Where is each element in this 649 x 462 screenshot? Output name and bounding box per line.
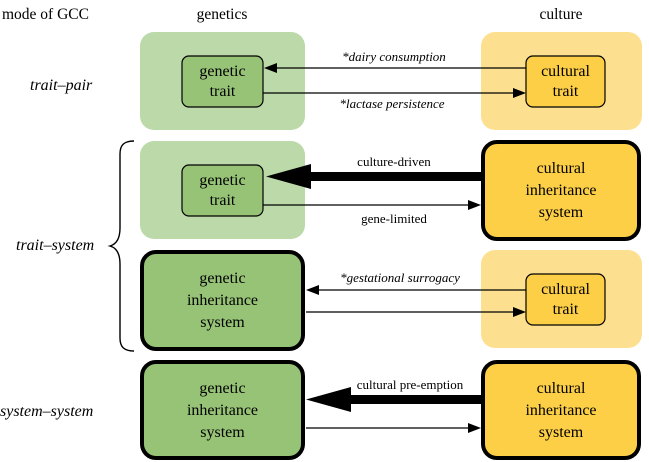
arrow-preemption-head xyxy=(306,387,351,412)
mode-trait-system: trait–system xyxy=(16,237,94,254)
mode-trait-pair: trait–pair xyxy=(30,77,93,94)
cultural-system-box-row4 xyxy=(481,360,641,460)
curly-brace-icon xyxy=(107,140,135,352)
cultural-system-box-row2 xyxy=(481,140,641,241)
genetic-system-label-row3-line1: genetic xyxy=(199,270,245,287)
label-dairy: *dairy consumption xyxy=(342,49,446,64)
cultural-system-label-row2-line1: cultural xyxy=(537,160,586,177)
arrow-gene-limited-head xyxy=(468,200,481,210)
genetic-trait-label-row2-line2: trait xyxy=(210,192,236,209)
label-lactase: *lactase persistence xyxy=(339,96,444,111)
cultural-system-label-row4-line1: cultural xyxy=(537,380,586,397)
header-mode: mode of GCC xyxy=(2,6,89,23)
genetic-system-label-row4-line1: genetic xyxy=(199,380,245,397)
genetic-system-box-row3 xyxy=(140,250,305,351)
genetic-system-label-row4-line3: system xyxy=(200,424,245,441)
genetic-trait-label-row2-line1: genetic xyxy=(199,172,245,189)
cultural-trait-label-row1-line2: trait xyxy=(553,83,579,100)
cultural-system-label-row4-line2: inheritance xyxy=(525,402,596,419)
genetic-system-label-row4-line2: inheritance xyxy=(187,402,258,419)
header-culture: culture xyxy=(539,6,582,23)
arrow-row4-bottom-head xyxy=(468,423,481,433)
genetic-system-label-row3-line2: inheritance xyxy=(187,292,258,309)
arrow-lactase-head xyxy=(513,88,526,98)
genetic-system-box-row4 xyxy=(140,360,305,460)
cultural-trait-label-row3-line2: trait xyxy=(553,301,579,318)
genetic-trait-box-row1 xyxy=(181,55,264,108)
genetic-trait-box-row2 xyxy=(181,164,264,217)
cultural-system-label-row2-line3: system xyxy=(539,204,584,221)
genetic-system-label-row3-line3: system xyxy=(200,314,245,331)
genetic-trait-label-row1-line1: genetic xyxy=(199,63,245,80)
cultural-trait-box-row3 xyxy=(525,273,606,326)
label-gene-limited: gene-limited xyxy=(361,211,427,226)
arrow-row3-bottom-head xyxy=(513,307,526,317)
genetic-trait-label-row1-line2: trait xyxy=(210,83,236,100)
label-preemption: cultural pre-emption xyxy=(357,377,464,392)
arrow-surrogacy-head xyxy=(306,285,319,295)
arrow-dairy-head xyxy=(264,63,277,73)
arrow-preemption-shaft xyxy=(350,395,483,404)
cultural-trait-label-row1-line1: cultural xyxy=(541,63,590,80)
label-surrogacy: *gestational surrogacy xyxy=(340,270,460,285)
cultural-trait-label-row3-line1: cultural xyxy=(541,281,590,298)
cultural-system-label-row4-line3: system xyxy=(539,424,584,441)
header-genetics: genetics xyxy=(197,6,248,23)
mode-system-system: system–system xyxy=(0,403,93,420)
arrow-culture-driven-head xyxy=(266,164,311,189)
cultural-trait-box-row1 xyxy=(525,55,606,108)
arrow-culture-driven-shaft xyxy=(310,172,483,181)
cultural-system-label-row2-line2: inheritance xyxy=(525,182,596,199)
label-culture-driven: culture-driven xyxy=(357,154,431,169)
